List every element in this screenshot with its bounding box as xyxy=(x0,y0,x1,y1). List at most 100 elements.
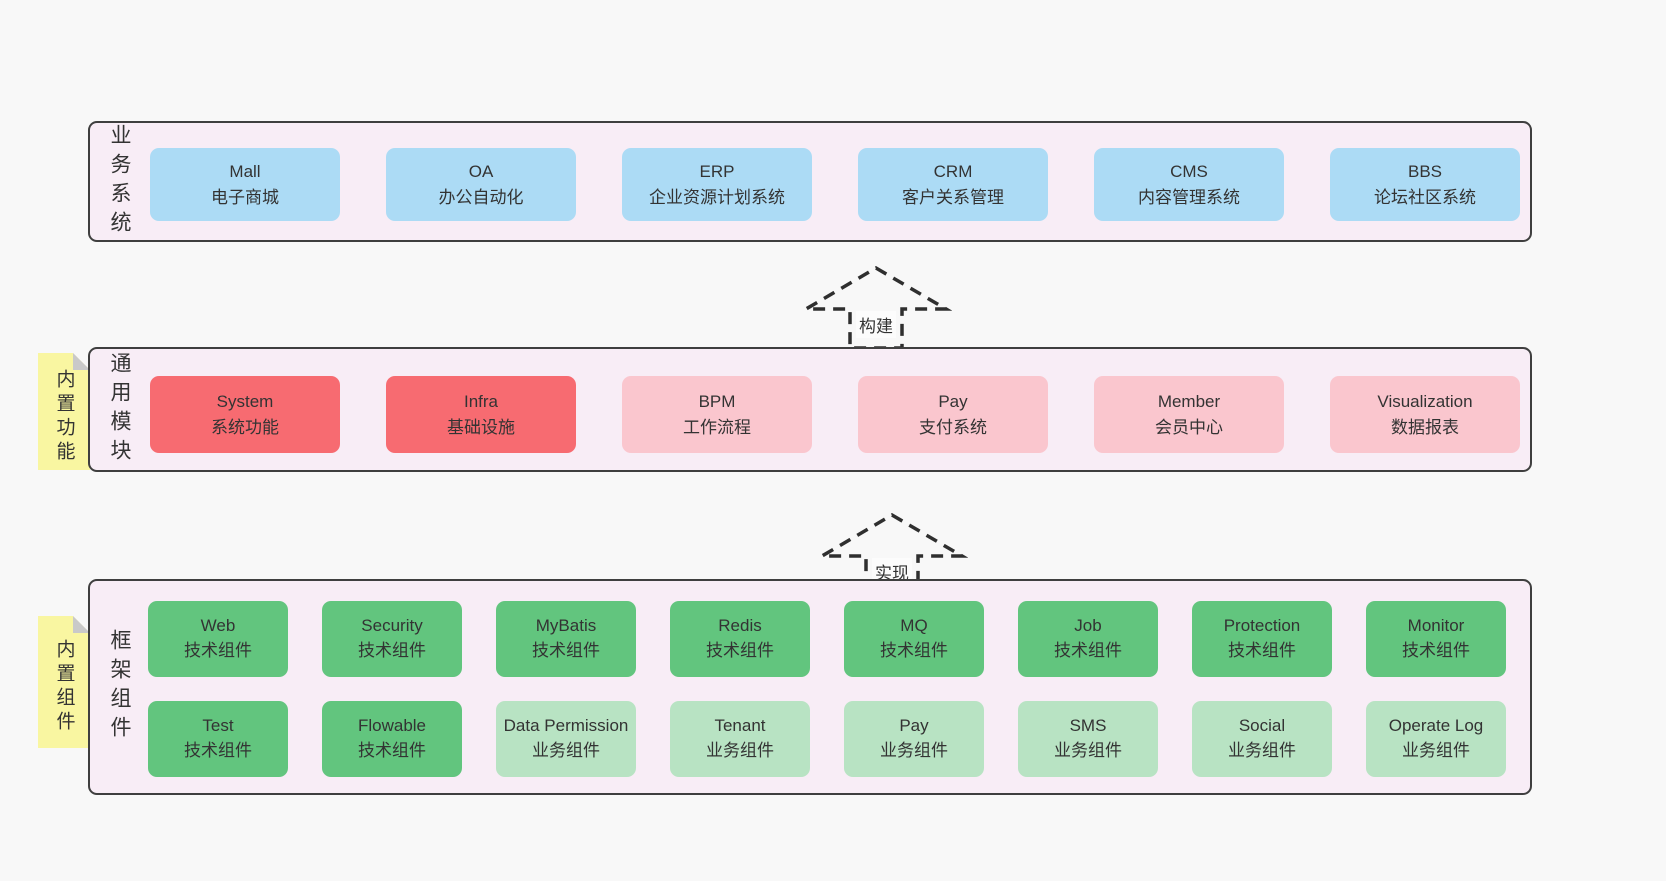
section-label-framework-components: 框架组件 xyxy=(108,629,131,745)
node-subtitle: 业务组件 xyxy=(1228,741,1296,760)
node-mq: MQ 技术组件 xyxy=(844,601,984,677)
node-security: Security 技术组件 xyxy=(322,601,462,677)
node-subtitle: 系统功能 xyxy=(211,417,279,437)
node-title: Member xyxy=(1157,392,1221,411)
node-subtitle: 技术组件 xyxy=(184,641,252,660)
arrow-build-label: 构建 xyxy=(856,311,896,338)
arrow-build: 构建 xyxy=(800,265,952,351)
node-subtitle: 数据报表 xyxy=(1391,417,1459,437)
node-system: System 系统功能 xyxy=(150,376,340,453)
sticky-built-in-features: 内置功能 xyxy=(38,353,90,470)
node-subtitle: 业务组件 xyxy=(880,741,948,760)
node-title: System xyxy=(216,392,274,411)
arrow-implement-label: 实现 xyxy=(872,558,912,585)
node-flowable: Flowable 技术组件 xyxy=(322,701,462,777)
section-business-systems: 业务系统 Mall 电子商城 OA 办公自动化 ERP 企业资源计划系统 CRM… xyxy=(88,121,1532,242)
node-subtitle: 工作流程 xyxy=(683,417,751,437)
node-subtitle: 企业资源计划系统 xyxy=(649,187,785,207)
node-subtitle: 业务组件 xyxy=(706,741,774,760)
node-cms: CMS 内容管理系统 xyxy=(1094,148,1284,221)
node-subtitle: 电子商城 xyxy=(211,187,279,207)
node-title: Job xyxy=(1074,616,1102,636)
node-subtitle: 技术组件 xyxy=(1402,641,1470,660)
node-redis: Redis 技术组件 xyxy=(670,601,810,677)
node-title: BBS xyxy=(1407,162,1443,181)
node-title: CMS xyxy=(1170,162,1208,181)
node-title: Protection xyxy=(1223,616,1301,636)
sticky-built-in-features-label: 内置功能 xyxy=(53,368,75,465)
node-subtitle: 支付系统 xyxy=(919,417,987,437)
node-title: Pay xyxy=(938,392,968,411)
arrow-implement: 实现 xyxy=(816,512,968,598)
node-member: Member 会员中心 xyxy=(1094,376,1284,453)
node-protection: Protection 技术组件 xyxy=(1192,601,1332,677)
node-title: SMS xyxy=(1069,716,1107,736)
sticky-built-in-components-label: 内置组件 xyxy=(53,639,75,735)
node-title: ERP xyxy=(699,162,735,181)
node-sms: SMS 业务组件 xyxy=(1018,701,1158,777)
node-title: Web xyxy=(200,616,236,636)
section-common-modules: 通用模块 System 系统功能 Infra 基础设施 BPM 工作流程 Pay… xyxy=(88,347,1532,472)
node-subtitle: 技术组件 xyxy=(880,641,948,660)
sticky-built-in-components: 内置组件 xyxy=(38,616,90,748)
node-subtitle: 基础设施 xyxy=(447,417,515,437)
node-visualization: Visualization 数据报表 xyxy=(1330,376,1520,453)
node-title: Redis xyxy=(718,616,762,636)
node-crm: CRM 客户关系管理 xyxy=(858,148,1048,221)
node-title: Pay xyxy=(899,716,929,736)
node-title: BPM xyxy=(698,392,736,411)
up-arrow-icon xyxy=(800,265,952,350)
section-label-business-systems: 业务系统 xyxy=(108,123,131,240)
node-bpm: BPM 工作流程 xyxy=(622,376,812,453)
node-subtitle: 技术组件 xyxy=(358,741,426,760)
node-subtitle: 业务组件 xyxy=(532,741,600,760)
node-mybatis: MyBatis 技术组件 xyxy=(496,601,636,677)
node-data-permission: Data Permission 业务组件 xyxy=(496,701,636,777)
node-title: Monitor xyxy=(1407,616,1465,636)
node-title: MQ xyxy=(900,616,928,636)
node-title: Operate Log xyxy=(1388,716,1484,736)
node-title: Security xyxy=(361,616,423,636)
node-subtitle: 会员中心 xyxy=(1155,417,1223,437)
node-monitor: Monitor 技术组件 xyxy=(1366,601,1506,677)
node-subtitle: 业务组件 xyxy=(1054,741,1122,760)
node-bbs: BBS 论坛社区系统 xyxy=(1330,148,1520,221)
node-infra: Infra 基础设施 xyxy=(386,376,576,453)
node-title: CRM xyxy=(933,162,973,181)
node-title: Mall xyxy=(229,162,261,181)
node-test: Test 技术组件 xyxy=(148,701,288,777)
node-oa: OA 办公自动化 xyxy=(386,148,576,221)
modules-box-row: System 系统功能 Infra 基础设施 BPM 工作流程 Pay 支付系统… xyxy=(150,376,1520,453)
section-label-common-modules: 通用模块 xyxy=(108,351,131,468)
node-pay-module: Pay 支付系统 xyxy=(858,376,1048,453)
node-subtitle: 技术组件 xyxy=(184,741,252,760)
node-operate-log: Operate Log 业务组件 xyxy=(1366,701,1506,777)
node-subtitle: 技术组件 xyxy=(1228,641,1296,660)
business-box-row: Mall 电子商城 OA 办公自动化 ERP 企业资源计划系统 CRM 客户关系… xyxy=(150,148,1520,221)
section-framework-components: 框架组件 Web 技术组件 Security 技术组件 MyBatis 技术组件… xyxy=(88,579,1532,795)
components-box-row-1: Web 技术组件 Security 技术组件 MyBatis 技术组件 Redi… xyxy=(148,601,1506,677)
node-subtitle: 技术组件 xyxy=(706,641,774,660)
node-title: Visualization xyxy=(1377,392,1473,411)
node-subtitle: 客户关系管理 xyxy=(902,187,1004,207)
node-subtitle: 技术组件 xyxy=(358,641,426,660)
node-erp: ERP 企业资源计划系统 xyxy=(622,148,812,221)
node-subtitle: 办公自动化 xyxy=(438,187,524,207)
node-title: Test xyxy=(202,716,234,736)
node-subtitle: 技术组件 xyxy=(1054,641,1122,660)
node-subtitle: 技术组件 xyxy=(532,641,600,660)
node-mall: Mall 电子商城 xyxy=(150,148,340,221)
node-title: Tenant xyxy=(714,716,766,736)
node-title: Data Permission xyxy=(503,716,629,736)
node-title: OA xyxy=(468,162,494,181)
node-title: MyBatis xyxy=(535,616,597,636)
node-web: Web 技术组件 xyxy=(148,601,288,677)
node-title: Infra xyxy=(463,392,499,411)
node-social: Social 业务组件 xyxy=(1192,701,1332,777)
node-subtitle: 业务组件 xyxy=(1402,741,1470,760)
node-subtitle: 内容管理系统 xyxy=(1138,187,1240,207)
node-tenant: Tenant 业务组件 xyxy=(670,701,810,777)
node-subtitle: 论坛社区系统 xyxy=(1374,187,1476,207)
node-pay-component: Pay 业务组件 xyxy=(844,701,984,777)
